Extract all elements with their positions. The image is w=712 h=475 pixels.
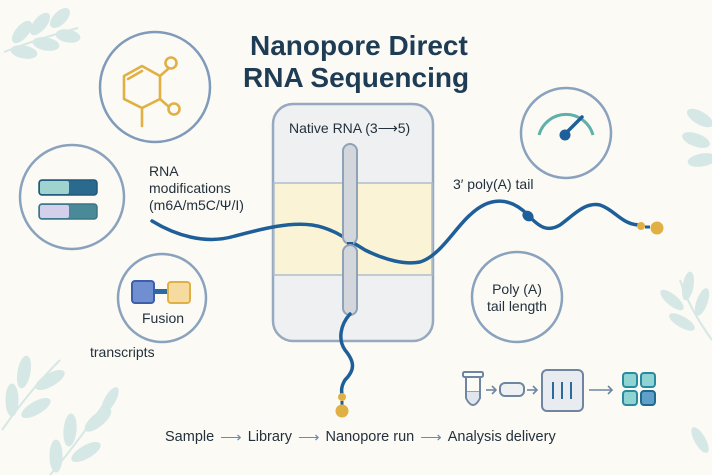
- workflow-arrow-1: [486, 385, 498, 395]
- fusion-label: Fusion: [142, 310, 185, 326]
- tube-icon: [462, 371, 484, 406]
- workflow-arrow-3: [589, 385, 614, 395]
- rna-modifications-line-2: modifications: [149, 180, 231, 196]
- title-line-1: Nanopore Direct: [250, 30, 468, 61]
- chemical-structure-icon: [122, 56, 181, 128]
- workflow-arrow-2: [527, 385, 539, 395]
- rna-modifications-label: RNA modifications (m6A/m5C/Ψ/I): [149, 163, 244, 214]
- workflow-steps: Sample ⟶ Library ⟶ Nanopore run ⟶ Analys…: [165, 428, 556, 446]
- modification-circle: [18, 143, 126, 251]
- step-analysis-delivery: Analysis delivery: [447, 429, 556, 445]
- transcripts-label: transcripts: [90, 344, 155, 360]
- rna-modifications-line-3: (m6A/m5C/Ψ/I): [149, 197, 244, 213]
- chemical-structure-circle: [98, 30, 212, 144]
- step-library: Library: [247, 429, 293, 445]
- flowcell-icon: [541, 369, 584, 412]
- strand-end-cap-right: [637, 221, 664, 235]
- rna-strand: [150, 199, 642, 265]
- rna-modifications-line-1: RNA: [149, 163, 179, 179]
- poly-a-length-line-1: Poly (A): [492, 281, 542, 297]
- modification-bars-icon: [38, 179, 98, 220]
- gauge-icon: [537, 112, 595, 141]
- poly-a-length-circle: [470, 250, 564, 344]
- fusion-circle: [116, 252, 208, 344]
- gauge-circle: [519, 86, 613, 180]
- result-grid-icon: [622, 372, 656, 406]
- poly-a-length-line-2: tail length: [487, 298, 547, 314]
- fusion-blocks-icon: [131, 280, 191, 304]
- rna-exit-strand: [339, 312, 355, 398]
- leaf-branch-top-left-icon: [3, 8, 81, 59]
- step-arrow-2: ⟶: [298, 429, 320, 446]
- pore-label: Native RNA (3⟶5): [289, 120, 411, 136]
- step-sample: Sample: [165, 429, 215, 445]
- poly-a-tail-label: 3′ poly(A) tail: [453, 176, 534, 192]
- step-nanopore-run: Nanopore run: [325, 429, 415, 445]
- title-line-2: RNA Sequencing: [243, 62, 470, 93]
- strand-bead: [522, 210, 534, 222]
- step-arrow-1: ⟶: [220, 429, 242, 446]
- leaf-branch-bottom-left-icon: [1, 355, 119, 475]
- leaf-branch-bottom-right-icon: [660, 271, 712, 453]
- pore-protein: [342, 143, 358, 316]
- strand-end-cap-bottom: [335, 393, 349, 418]
- leaf-branch-right-icon: [682, 108, 712, 167]
- poly-a-length-label: Poly (A) tail length: [478, 281, 556, 315]
- library-capsule-icon: [499, 382, 525, 397]
- step-arrow-3: ⟶: [420, 429, 442, 446]
